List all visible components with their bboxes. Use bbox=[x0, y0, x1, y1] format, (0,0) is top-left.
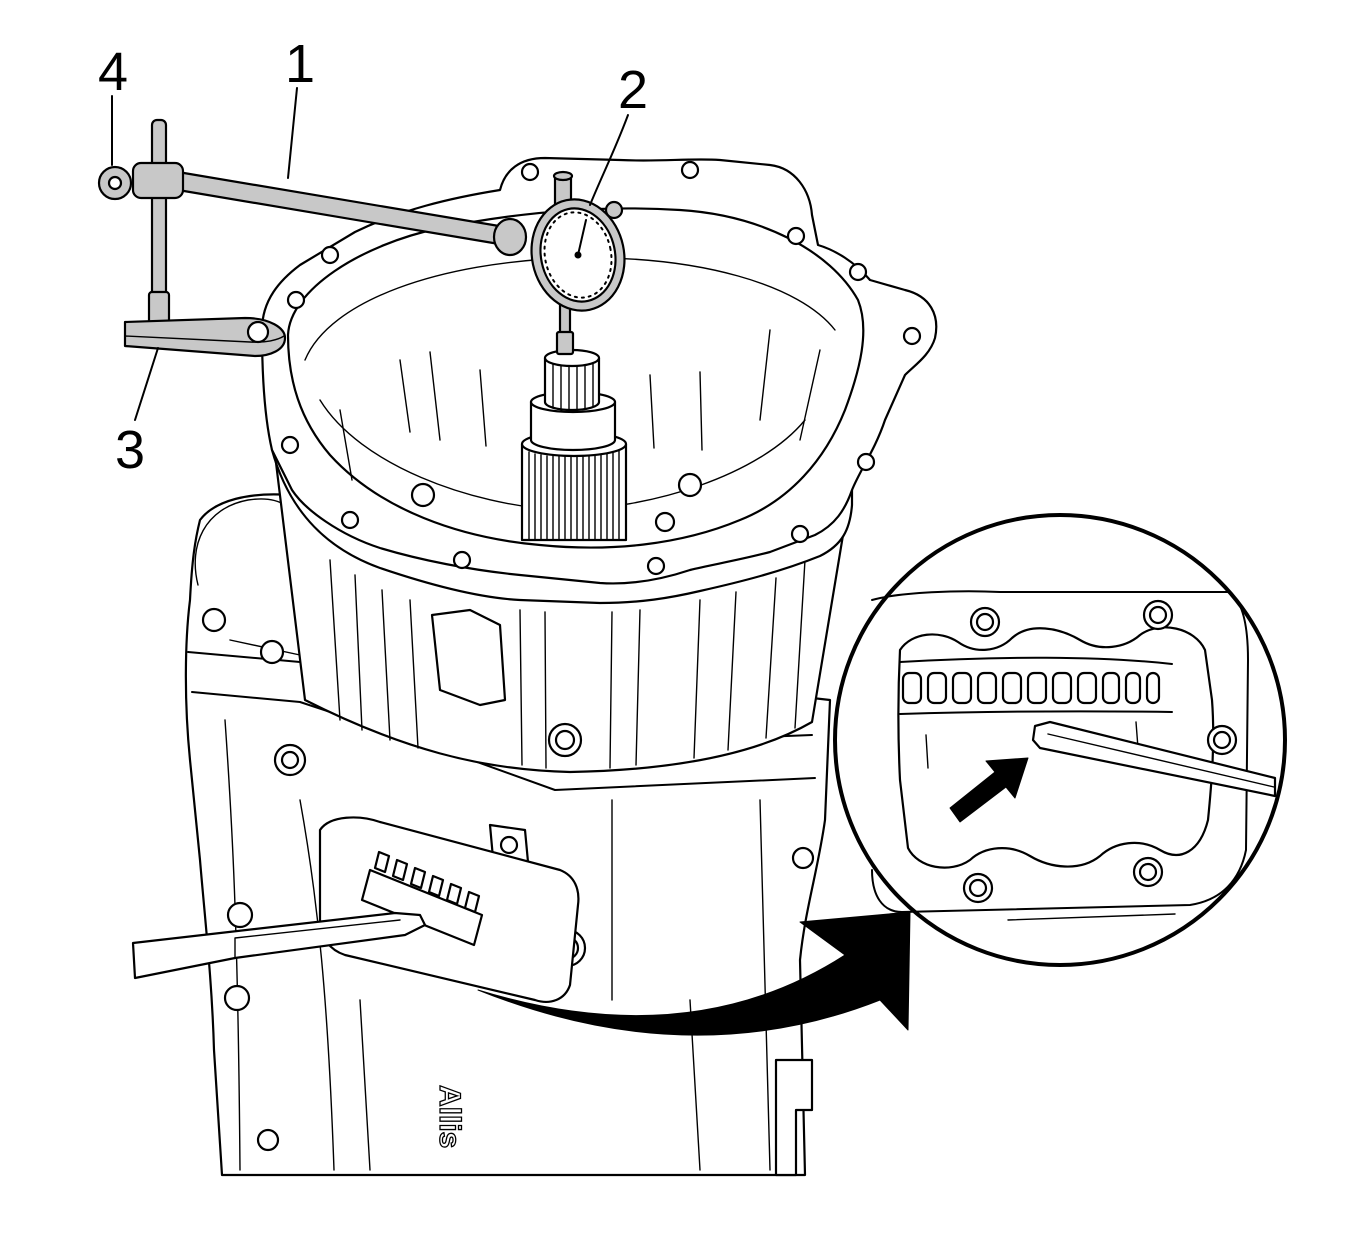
leader-line-3 bbox=[134, 347, 159, 421]
flange-bolt-hole bbox=[320, 245, 340, 265]
fixture-post-collar bbox=[147, 290, 171, 326]
inset-pointer-arrow bbox=[949, 757, 1029, 823]
flange-bolt-hole bbox=[848, 262, 868, 282]
dial-stem-cap bbox=[552, 170, 574, 182]
screwdriver-shaft bbox=[131, 911, 427, 980]
inset-bolt-hole bbox=[968, 878, 988, 898]
callouts: 4 1 2 3 bbox=[98, 34, 648, 480]
inset-screwdriver-edge bbox=[1047, 733, 1275, 788]
shaft-gear-body bbox=[520, 442, 628, 542]
callout-1: 1 bbox=[285, 34, 315, 94]
gear-tooth bbox=[373, 850, 391, 874]
case-boss bbox=[223, 984, 251, 1012]
flange-bolt-hole bbox=[452, 550, 472, 570]
curved-arrow bbox=[477, 911, 911, 1036]
inset-slot bbox=[1026, 671, 1048, 705]
fixture-post bbox=[150, 118, 168, 300]
dial-indicator-fixture bbox=[97, 118, 626, 358]
gear-tooth bbox=[463, 890, 481, 914]
fixture-base-bolt bbox=[246, 320, 270, 344]
inset-bolt-hole bbox=[1148, 605, 1168, 625]
skirt-boss-hole bbox=[554, 729, 576, 751]
flange-bolt-hole bbox=[646, 556, 666, 576]
gear-tooth bbox=[391, 858, 409, 882]
inset-slot bbox=[951, 671, 973, 705]
detail-inset bbox=[833, 513, 1287, 967]
case-boss bbox=[256, 1128, 280, 1152]
leader-line-2 bbox=[589, 114, 629, 206]
inset-slot bbox=[1051, 671, 1073, 705]
inset-slot-band-top bbox=[899, 656, 1173, 665]
callout-2: 2 bbox=[618, 60, 648, 120]
inset-bolt-hole bbox=[1138, 862, 1158, 882]
dial-needle bbox=[577, 219, 587, 256]
flange-bolt-hole bbox=[520, 162, 540, 182]
gear-tooth bbox=[409, 866, 427, 890]
inset-slot bbox=[1124, 671, 1142, 705]
callout-3: 3 bbox=[115, 420, 145, 480]
case-lug-hole bbox=[499, 835, 519, 855]
flange-bolt-hole bbox=[790, 524, 810, 544]
skirt-tab bbox=[430, 608, 507, 707]
dial-tick-ring bbox=[543, 211, 613, 299]
case-bolt bbox=[201, 607, 227, 633]
inset-slot bbox=[901, 671, 923, 705]
shaft-collar bbox=[529, 400, 617, 452]
dial-plunger-tip bbox=[555, 330, 575, 356]
dial-mount bbox=[492, 217, 528, 257]
flange-bolt-hole bbox=[786, 226, 806, 246]
inset-slot bbox=[926, 671, 948, 705]
flange-bolt-hole bbox=[340, 510, 360, 530]
inset-slot bbox=[1101, 671, 1121, 705]
shaft-gear-splines bbox=[528, 450, 620, 541]
leader-line-1 bbox=[287, 87, 298, 179]
case-bolt bbox=[259, 639, 285, 665]
interior-bolt bbox=[410, 482, 436, 508]
input-shaft bbox=[520, 348, 628, 542]
fixture-clamp-block bbox=[131, 161, 185, 200]
fixture-knob-center bbox=[107, 175, 123, 191]
case-bracket bbox=[774, 1058, 814, 1177]
shaft-spline-lines bbox=[552, 362, 594, 411]
case-boss bbox=[280, 750, 300, 770]
gear-tooth bbox=[445, 882, 463, 906]
gear-rack-body bbox=[360, 868, 484, 947]
inset-bolt-hole bbox=[975, 612, 995, 632]
callout-4: 4 bbox=[98, 42, 128, 102]
inset-slot bbox=[1145, 671, 1161, 705]
housing-interior-ribs bbox=[339, 329, 821, 481]
case-rib-lines bbox=[224, 639, 771, 1171]
gear-tooth bbox=[427, 874, 445, 898]
inset-slot bbox=[1001, 671, 1023, 705]
case-boss bbox=[226, 901, 254, 929]
fixture-base-plate bbox=[123, 316, 287, 358]
flange-bolt-hole bbox=[680, 160, 700, 180]
casting-lettering: Allis bbox=[433, 1085, 466, 1148]
interior-bolt bbox=[677, 472, 703, 498]
inset-cover-outline bbox=[871, 590, 1249, 913]
skirt-ribs bbox=[329, 559, 806, 769]
flange-bolt-hole bbox=[280, 435, 300, 455]
inset-slot-band-bottom bbox=[899, 710, 1173, 715]
screwdriver-shaft-edge bbox=[234, 919, 401, 959]
screwdriver bbox=[131, 911, 427, 980]
fixture-base-plate-edge bbox=[124, 335, 285, 343]
flange-bolt-hole bbox=[902, 326, 922, 346]
inset-slot bbox=[976, 671, 998, 705]
dial-needle-hub bbox=[574, 251, 582, 259]
case-boss bbox=[791, 846, 815, 870]
inset-slot bbox=[1076, 671, 1098, 705]
flange-bolt-hole bbox=[286, 290, 306, 310]
inset-bolt-hole bbox=[1212, 730, 1232, 750]
interior-bolt bbox=[654, 511, 676, 533]
access-window bbox=[318, 816, 580, 1003]
flange-bolt-hole bbox=[856, 452, 876, 472]
dial-bezel-knob bbox=[604, 200, 624, 220]
